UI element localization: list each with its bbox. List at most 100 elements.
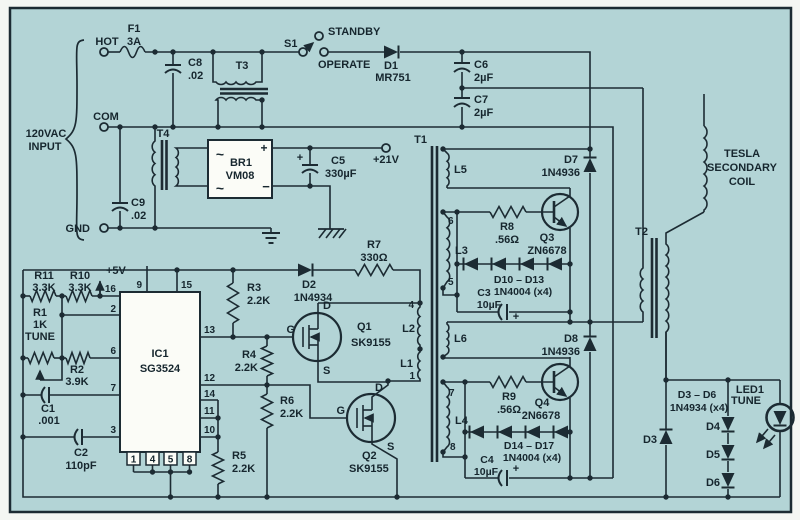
label-t4: T4 (157, 128, 171, 140)
label-r8-ref: R8 (500, 221, 514, 233)
label-q1-ref: Q1 (357, 321, 372, 333)
label-pin16: 16 (105, 284, 117, 295)
label-l3: L3 (455, 245, 468, 257)
label-d2-ref: D2 (302, 279, 316, 291)
label-com: COM (93, 111, 119, 123)
label-dc2-val: 1N4004 (x4) (503, 452, 561, 464)
label-r2-val: 3.9K (65, 376, 88, 388)
label-r4-val: 2.2K (235, 362, 258, 374)
label-lp7: 7 (449, 388, 455, 399)
label-d4: D4 (706, 421, 721, 433)
label-pin10: 10 (204, 425, 216, 436)
label-r11-ref: R11 (34, 270, 54, 282)
label-q3-ref: Q3 (540, 232, 555, 244)
label-d7-ref: D7 (564, 154, 578, 166)
label-operate: OPERATE (318, 59, 370, 71)
label-pin6: 6 (110, 346, 116, 357)
label-br1-ac1: ~ (216, 146, 224, 162)
label-l6: L6 (454, 333, 467, 345)
label-t2: T2 (635, 226, 648, 238)
label-dc2-ref: D14 – D17 (504, 440, 554, 452)
label-r1-tune: TUNE (25, 331, 55, 343)
label-c4-val: 10µF (474, 466, 499, 478)
label-v5: +5V (106, 265, 127, 277)
label-d6: D6 (706, 477, 720, 489)
label-pin7: 7 (110, 383, 116, 394)
label-c3-plus: + (513, 311, 519, 323)
label-br1-minus: − (262, 179, 270, 194)
label-r9-ref: R9 (502, 391, 516, 403)
label-l1: L1 (400, 358, 413, 370)
label-tesla2: SECONDARY (707, 162, 778, 174)
label-r2-ref: R2 (70, 364, 84, 376)
label-pinb1: 1 (131, 455, 137, 466)
label-q1-val: SK9155 (351, 337, 391, 349)
label-lp5: 5 (448, 277, 454, 288)
label-q2-g: G (336, 405, 345, 417)
label-led-ref: LED1 (736, 384, 764, 396)
label-c4-ref: C4 (480, 454, 494, 466)
label-pin15: 15 (181, 280, 193, 291)
label-standby: STANDBY (328, 26, 381, 38)
label-r11-val: 3.3K (32, 282, 55, 294)
label-led-tune: TUNE (731, 395, 761, 407)
label-vac1: 120VAC (26, 128, 67, 140)
label-d5: D5 (706, 449, 720, 461)
label-r6-ref: R6 (280, 395, 294, 407)
label-c9-ref: C9 (131, 197, 145, 209)
component-labels: HOTCOMGND120VACINPUTF13AC8.02T3S1STANDBY… (25, 23, 778, 489)
label-tesla1: TESLA (724, 148, 760, 160)
label-ic-ref: IC1 (151, 348, 168, 360)
label-q1-d: D (323, 300, 331, 312)
label-f1-ref: F1 (128, 23, 141, 35)
label-c6-val: 2µF (474, 72, 493, 84)
transformer-cores (160, 87, 658, 462)
label-r3-ref: R3 (247, 282, 261, 294)
label-c9-val: .02 (131, 210, 146, 222)
label-r6-val: 2.2K (280, 408, 303, 420)
label-q4-ref: Q4 (535, 397, 551, 409)
label-r9-val: .56Ω (497, 404, 521, 416)
label-s1: S1 (284, 38, 297, 50)
label-r5-val: 2.2K (232, 463, 255, 475)
label-gnd: GND (66, 223, 91, 235)
label-r8-val: .56Ω (495, 234, 519, 246)
label-lp1: 1 (409, 371, 415, 382)
label-c3-ref: C3 (477, 287, 491, 299)
label-c4-plus: + (513, 463, 519, 475)
label-pin11: 11 (204, 406, 215, 417)
label-c7-val: 2µF (474, 107, 493, 119)
component-symbols (27, 31, 795, 489)
label-dc3-val: 1N4934 (x4) (670, 402, 728, 414)
label-q2-d: D (375, 382, 383, 394)
label-q2-val: SK9155 (349, 463, 389, 475)
label-d2-val: 1N4934 (294, 292, 333, 304)
label-r7-ref: R7 (367, 239, 381, 251)
label-d1-ref: D1 (384, 60, 398, 72)
label-r3-val: 2.2K (247, 295, 270, 307)
label-r10-val: 3.3K (68, 282, 91, 294)
label-r4-ref: R4 (242, 349, 257, 361)
label-r1-ref: R1 (33, 307, 47, 319)
label-c1-ref: C1 (41, 403, 55, 415)
label-d7-val: 1N4936 (541, 167, 580, 179)
label-lp8: 8 (450, 442, 456, 453)
label-f1-val: 3A (127, 36, 141, 48)
label-vac2: INPUT (29, 141, 62, 153)
label-q2-ref: Q2 (362, 450, 377, 462)
label-dc1-val: 1N4004 (x4) (494, 286, 552, 298)
label-r7-val: 330Ω (360, 252, 387, 264)
label-dc3-ref: D3 – D6 (678, 389, 717, 401)
label-l4: L4 (455, 415, 469, 427)
label-v21: +21V (373, 154, 400, 166)
label-q1-g: G (286, 324, 295, 336)
label-c5-ref: C5 (331, 155, 345, 167)
label-c8-val: .02 (188, 70, 203, 82)
label-r10-ref: R10 (70, 270, 90, 282)
label-c7-ref: C7 (474, 94, 488, 106)
label-pin9: 9 (136, 280, 142, 291)
label-dc1-ref: D10 – D13 (494, 274, 544, 286)
label-c5-val: 330µF (325, 168, 357, 180)
